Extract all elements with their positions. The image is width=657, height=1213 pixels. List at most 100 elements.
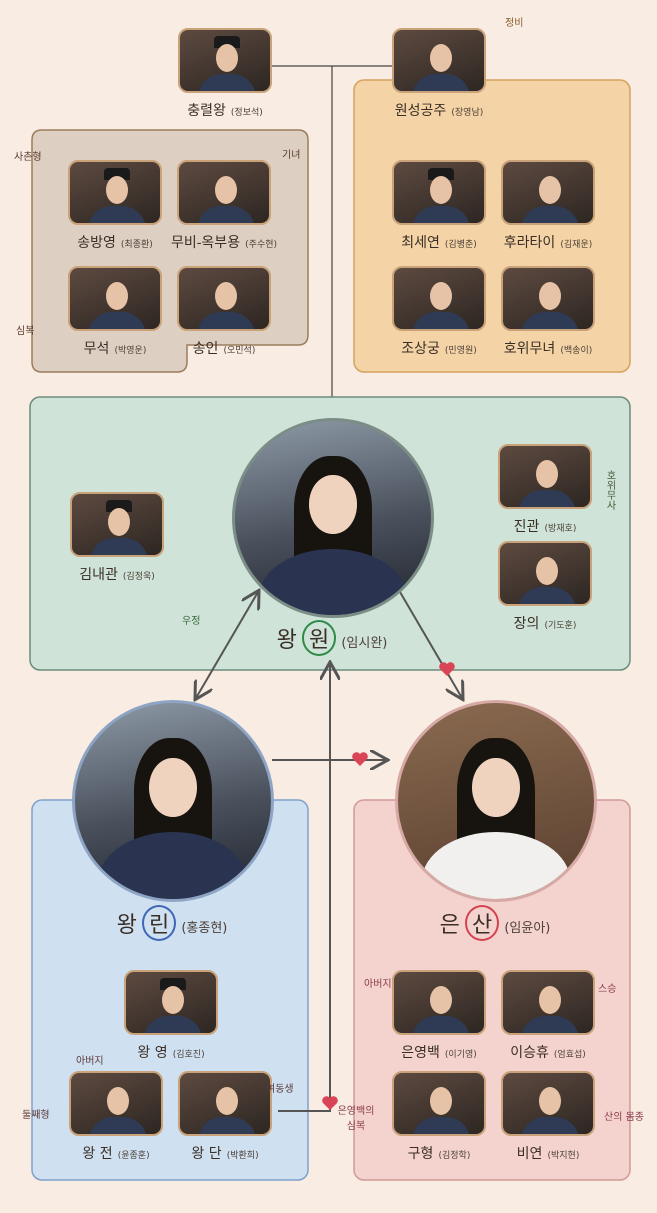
character-card: 송인 (오민석) (177, 266, 271, 357)
character-name: 무석 (83, 341, 110, 357)
actor-name: (최종환) (120, 240, 153, 250)
relation-annotation: 정비 (505, 18, 524, 29)
character-photo (392, 266, 486, 331)
character-photo (498, 444, 592, 509)
relation-annotation: 심복 (16, 326, 35, 337)
character-name: 최세연 (401, 235, 440, 251)
relation-annotation: 둘째형 (22, 1110, 50, 1121)
character-label: 조상궁 (민영원) (362, 338, 516, 358)
actor-name: (박환희) (226, 1151, 259, 1161)
photo-wang-won (232, 418, 434, 618)
character-name: 김내관 (79, 567, 118, 583)
character-card: 송방영 (최종환) (68, 160, 162, 251)
relation-annotation: 사촌형 (14, 152, 42, 163)
actor-name: (장영남) (451, 108, 484, 118)
character-name: 왕 전 (82, 1146, 113, 1162)
relation-annotation: 여동생 (266, 1084, 294, 1095)
character-photo (501, 160, 595, 225)
character-card: 후라타이 (김재운) (501, 160, 595, 251)
character-photo (178, 1071, 272, 1136)
character-label: 구형 (김정학) (362, 1143, 516, 1163)
relation-annotation: 스승 (598, 984, 617, 995)
character-label: 원성공주 (장영남) (362, 100, 516, 120)
character-name: 호위무녀 (503, 341, 556, 357)
character-name: 조상궁 (401, 341, 440, 357)
character-label: 이승휴 (엄효섭) (471, 1042, 625, 1062)
relation-annotation: 아버지 (364, 979, 392, 990)
character-name: 무비-옥부용 (170, 235, 241, 251)
actor-name: (이기영) (444, 1050, 477, 1060)
relation-annotation: 은영백의 심복 (337, 1106, 375, 1132)
character-photo (392, 970, 486, 1035)
heart-icon (322, 662, 455, 1110)
character-card: 무석 (박영운) (68, 266, 162, 357)
character-name: 송인 (192, 341, 219, 357)
friendship-arrow (196, 592, 258, 698)
character-card: 조상궁 (민영원) (392, 266, 486, 357)
character-card: 비연 (박지현) (501, 1071, 595, 1162)
character-name: 진관 (513, 519, 540, 535)
character-photo (501, 1071, 595, 1136)
character-name: 송방영 (77, 235, 116, 251)
character-photo (124, 970, 218, 1035)
character-label: 김내관 (김정욱) (40, 564, 194, 584)
character-card: 최세연 (김병춘) (392, 160, 486, 251)
character-label: 장의 (기도훈) (468, 613, 622, 633)
character-card: 김내관 (김정욱) (70, 492, 164, 583)
photo-eun-san (395, 700, 597, 902)
character-label: 왕 영 (김호진) (94, 1042, 248, 1062)
character-name: 이승휴 (510, 1045, 549, 1061)
actor-name: (오민석) (223, 346, 256, 356)
actor-name: (방재호) (544, 524, 577, 534)
relation-annotation: 산의 몸종 (604, 1112, 644, 1123)
character-photo (498, 541, 592, 606)
actor-name: (민영원) (444, 346, 477, 356)
character-label: 은영백 (이기영) (362, 1042, 516, 1062)
character-name: 은영백 (401, 1045, 440, 1061)
character-name: 구형 (407, 1146, 434, 1162)
character-name: 충렬왕 (187, 103, 226, 119)
character-card: 원성공주 (장영남) (392, 28, 486, 119)
character-photo (177, 266, 271, 331)
character-name: 원성공주 (394, 103, 447, 119)
relation-annotation: 아버지 (76, 1056, 104, 1067)
character-card: 왕 영 (김호진) (124, 970, 218, 1061)
character-photo (69, 1071, 163, 1136)
character-card: 왕 단 (박환희) (178, 1071, 272, 1162)
actor-name: (주수현) (245, 240, 278, 250)
actor-name: (정보석) (230, 108, 263, 118)
character-card: 은영백 (이기영) (392, 970, 486, 1061)
character-label: 충렬왕 (정보석) (148, 100, 302, 120)
lead-name-wang-rin: 왕 린 (홍종현) (72, 905, 272, 941)
relation-annotation: 기녀 (282, 150, 301, 161)
character-photo (178, 28, 272, 93)
character-label: 진관 (방재호) (468, 516, 622, 536)
character-label: 왕 전 (윤종훈) (39, 1143, 193, 1163)
character-card: 구형 (김정학) (392, 1071, 486, 1162)
love-arrow (399, 591, 462, 698)
character-photo (68, 266, 162, 331)
actor-name: (윤종훈) (117, 1151, 150, 1161)
character-label: 송인 (오민석) (147, 338, 301, 358)
actor-name: (박영운) (114, 346, 147, 356)
character-label: 후라타이 (김재운) (471, 232, 625, 252)
actor-name: (김재운) (560, 240, 593, 250)
character-photo (177, 160, 271, 225)
actor-name: (엄효섭) (553, 1050, 586, 1060)
character-photo (392, 28, 486, 93)
character-label: 송방영 (최종환) (38, 232, 192, 252)
character-label: 비연 (박지현) (471, 1143, 625, 1163)
character-photo (70, 492, 164, 557)
lead-name-eun-san: 은 산 (임윤아) (395, 905, 595, 941)
character-name: 왕 영 (137, 1045, 168, 1061)
character-label: 최세연 (김병춘) (362, 232, 516, 252)
sister-love-line (278, 664, 330, 1112)
character-card: 왕 전 (윤종훈) (69, 1071, 163, 1162)
actor-name: (김정욱) (122, 572, 155, 582)
actor-name: (김호진) (172, 1050, 205, 1060)
actor-name: (김병춘) (444, 240, 477, 250)
character-card: 장의 (기도훈) (498, 541, 592, 632)
relation-annotation: 우정 (182, 616, 201, 627)
character-name: 비연 (516, 1146, 543, 1162)
actor-name: (백송이) (560, 346, 593, 356)
